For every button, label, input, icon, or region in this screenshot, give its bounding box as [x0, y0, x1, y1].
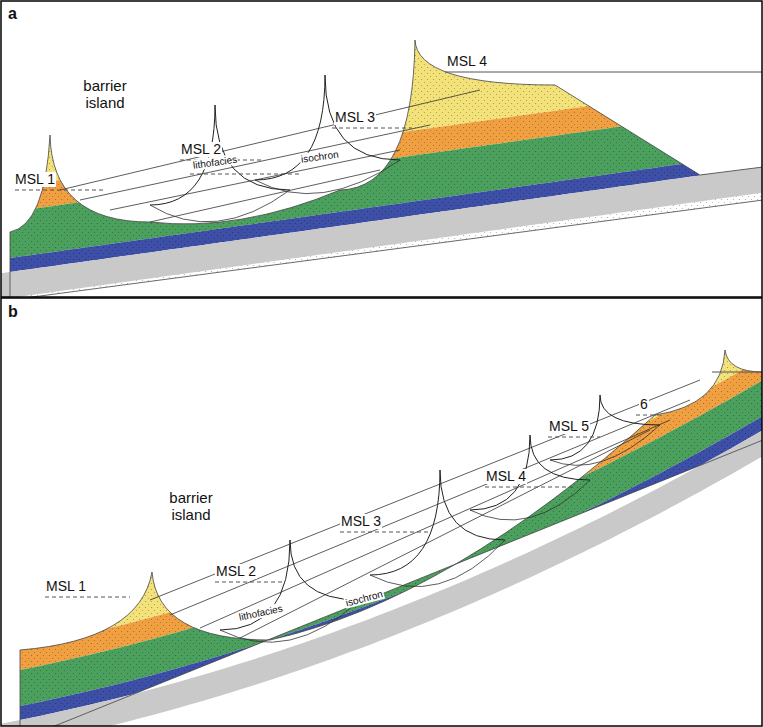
- sea-level-label: MSL 1: [14, 172, 56, 187]
- sea-level-line: [485, 487, 575, 488]
- sea-level-label: MSL 5: [548, 419, 590, 434]
- sea-level-label: MSL 3: [340, 514, 382, 529]
- sea-level-line: [190, 174, 300, 175]
- panel-letter: a: [8, 5, 17, 23]
- line-label: lithofacies: [237, 602, 285, 622]
- former-barrier-outline: [255, 75, 400, 180]
- sea-level-line: [712, 372, 762, 373]
- sea-level-label: MSL 4: [485, 469, 527, 484]
- lithofacies-line: [220, 600, 360, 642]
- sea-level-line: [332, 128, 412, 129]
- former-barrier-outline: [470, 435, 590, 510]
- panel-illustration: [0, 0, 763, 300]
- isochron-line: [170, 400, 690, 615]
- sea-level-line: [45, 597, 130, 598]
- line-label: isochron: [299, 149, 340, 165]
- feature-label: barrier island: [70, 78, 140, 111]
- line-label: isochron: [344, 588, 385, 609]
- sea-level-label: MSL 2: [180, 142, 222, 157]
- callout-number: 6: [639, 397, 649, 412]
- isochron-line: [150, 380, 700, 600]
- lithofacies-line: [470, 480, 590, 520]
- isochron-line: [240, 430, 650, 638]
- sea-level-line: [340, 532, 430, 533]
- sand-stipple: [1, 1, 762, 297]
- panel-letter: b: [8, 303, 18, 321]
- isochron-line: [150, 170, 380, 222]
- sea-level-label: MSL 4: [446, 54, 488, 69]
- panel-frame: [1, 1, 762, 297]
- basement: [1, 166, 762, 297]
- barrier-outline: [10, 40, 762, 297]
- former-barrier-outline: [220, 540, 360, 630]
- sea-level-line: [548, 437, 600, 438]
- sea-level-label: MSL 2: [215, 564, 257, 579]
- sea-level-line: [636, 415, 662, 416]
- sea-level-line: [15, 190, 105, 191]
- isochron-line: [200, 420, 670, 628]
- barrier-outline: [20, 350, 762, 726]
- lithofacies-line: [370, 540, 505, 587]
- former-barrier-outline: [370, 470, 505, 575]
- sea-level-label: MSL 3: [334, 110, 376, 125]
- sea-level-line: [445, 72, 762, 73]
- sea-level-line: [215, 582, 282, 583]
- lithofacies-line: [150, 190, 290, 222]
- sea-level-label: MSL 1: [45, 579, 87, 594]
- former-barrier-outline: [150, 105, 290, 205]
- feature-label: barrier island: [156, 490, 226, 523]
- basement: [1, 426, 762, 726]
- panel-frame: [1, 298, 762, 726]
- isochron-line: [80, 125, 430, 200]
